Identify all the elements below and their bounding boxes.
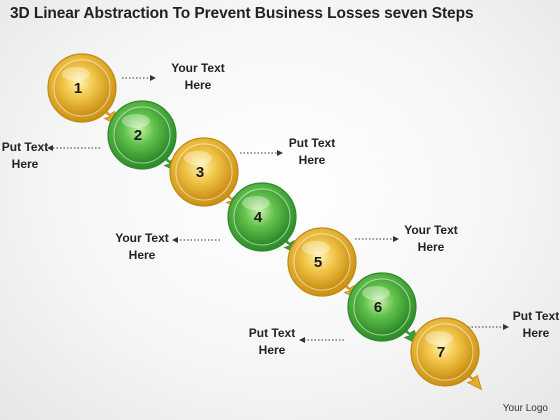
step-number: 2 xyxy=(134,127,142,144)
step-circles: 1 2 3 4 5 6 7 xyxy=(47,53,483,391)
step-highlight xyxy=(122,114,150,128)
connector-lines xyxy=(47,75,509,343)
diagram-title: 3D Linear Abstraction To Prevent Busines… xyxy=(10,5,474,22)
step-highlight xyxy=(242,196,270,210)
logo-placeholder: Your Logo xyxy=(502,403,548,414)
step-number: 1 xyxy=(74,80,82,97)
step-highlight xyxy=(184,151,212,165)
step-disc xyxy=(175,143,233,201)
step-number: 3 xyxy=(196,164,204,181)
step-disc xyxy=(113,106,171,164)
step-highlight xyxy=(362,286,390,300)
step-disc xyxy=(353,278,411,336)
step-2-circle: 2 xyxy=(107,100,180,174)
step-number: 5 xyxy=(314,254,322,271)
step-6-circle: 6 xyxy=(347,272,420,346)
step-disc xyxy=(53,59,111,117)
step-4-circle: 4 xyxy=(227,182,300,256)
step-1-circle: 1 xyxy=(47,53,120,127)
step-highlight xyxy=(425,331,453,345)
step-number: 7 xyxy=(437,344,445,361)
step-highlight xyxy=(62,67,90,81)
step-3-circle: 3 xyxy=(169,137,242,211)
step-highlight xyxy=(302,241,330,255)
step-5-circle: 5 xyxy=(287,227,360,301)
step-disc xyxy=(416,323,474,381)
step-7-circle: 7 xyxy=(410,317,483,391)
step-disc xyxy=(293,233,351,291)
step-disc xyxy=(233,188,291,246)
step-number: 6 xyxy=(374,299,382,316)
step-number: 4 xyxy=(254,209,263,226)
